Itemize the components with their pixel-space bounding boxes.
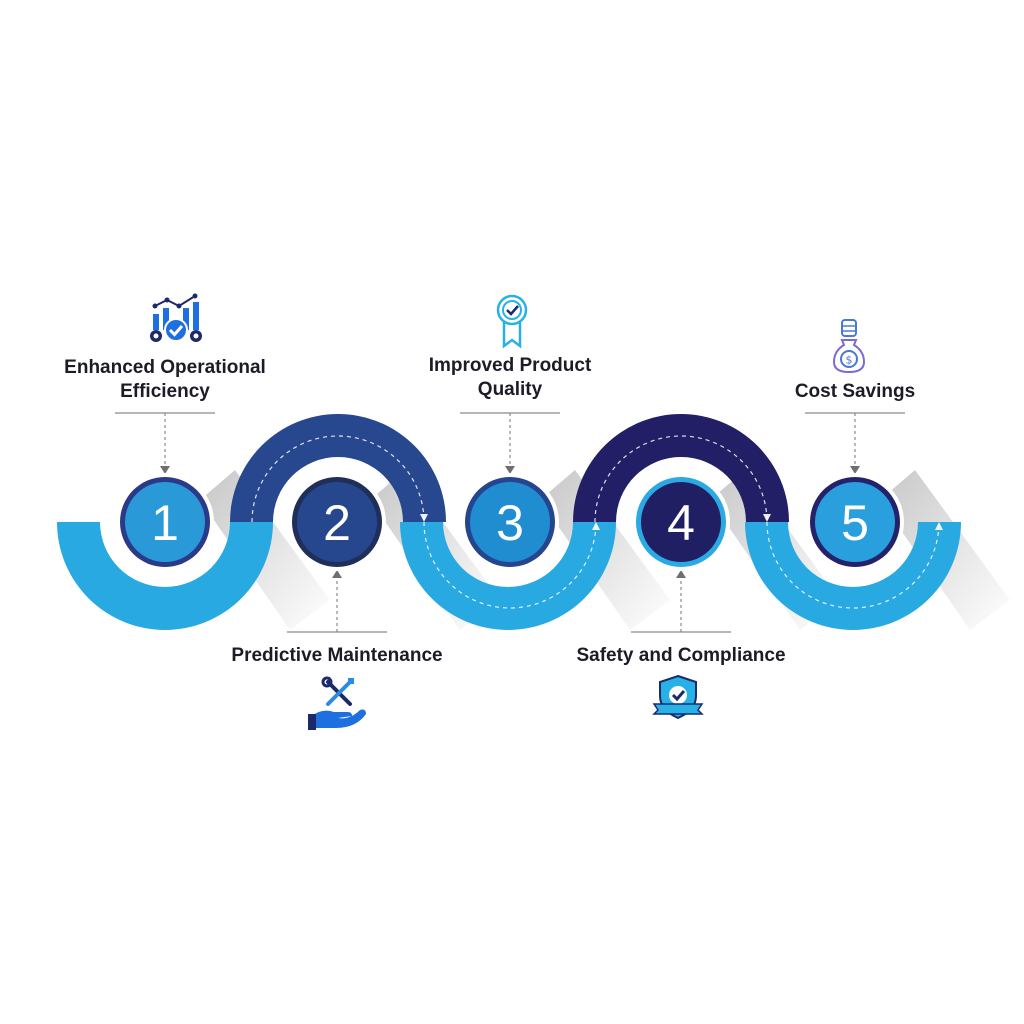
wave-segment-3 xyxy=(400,522,616,630)
hand-tools-icon xyxy=(308,676,366,730)
step-label-4: Safety and Compliance xyxy=(556,644,806,668)
award-ribbon-icon xyxy=(496,294,528,348)
step-title-2-line1: Predictive Maintenance xyxy=(231,645,443,666)
step-title-4-line1: Safety and Compliance xyxy=(576,645,786,666)
connectors xyxy=(115,412,905,633)
step-label-5: Cost Savings xyxy=(730,380,980,404)
wave-segment-1 xyxy=(57,522,273,630)
step-label-1: Enhanced Operational Efficiency xyxy=(40,356,290,404)
connector-arrowheads xyxy=(160,466,860,578)
hand-money-bag-icon: $ xyxy=(832,319,866,374)
step-title-5-line1: Cost Savings xyxy=(794,381,916,402)
step-number-2: 2 xyxy=(323,495,351,551)
step-label-3: Improved Product Quality xyxy=(385,354,635,402)
step-title-1-line1: Enhanced Operational xyxy=(64,357,266,378)
step-number-3: 3 xyxy=(496,495,524,551)
step-title-1-line2: Efficiency xyxy=(120,381,210,402)
wave-segment-2 xyxy=(230,414,446,522)
step-number-5: 5 xyxy=(841,495,869,551)
svg-text:$: $ xyxy=(846,354,853,367)
flow-arrowheads xyxy=(420,514,943,530)
step-number-1: 1 xyxy=(151,495,179,551)
step-circle-1: 1 xyxy=(116,473,214,571)
step-circle-5: 5 xyxy=(806,473,904,571)
chart-gears-check-icon xyxy=(150,293,202,342)
step-label-2: Predictive Maintenance xyxy=(212,644,462,668)
step-circle-3: 3 xyxy=(461,473,559,571)
step-number-4: 4 xyxy=(667,495,695,551)
wave-segment-4 xyxy=(573,414,789,522)
step-circle-4: 4 xyxy=(632,473,730,571)
step-circle-2: 2 xyxy=(288,473,386,571)
shield-check-icon xyxy=(652,674,704,720)
step-title-3-line2: Quality xyxy=(477,379,543,400)
wave-segment-5 xyxy=(745,522,961,630)
step-title-3-line1: Improved Product xyxy=(428,355,592,376)
